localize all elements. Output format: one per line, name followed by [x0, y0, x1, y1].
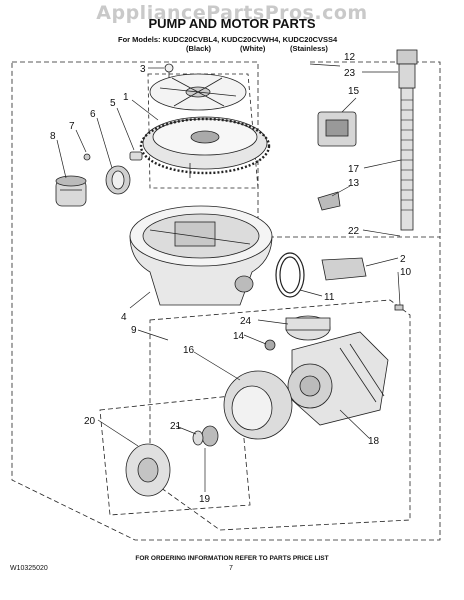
callout-10: 10 [400, 267, 412, 278]
callout-7: 7 [69, 121, 75, 132]
watermark: AppliancePartsPros.com [96, 2, 368, 24]
callout-3: 3 [140, 64, 146, 75]
page-number: 7 [229, 565, 233, 572]
small-screw-part [83, 153, 91, 161]
seal-part [192, 425, 219, 447]
callout-22: 22 [348, 226, 360, 237]
nozzle-part [396, 49, 418, 89]
models-line: For Models: KUDC20CVBL4, KUDC20CVWH4, KU… [118, 35, 338, 44]
variant-black: (Black) [186, 44, 212, 53]
variant-stainless: (Stainless) [290, 44, 328, 53]
callout-16: 16 [183, 345, 195, 356]
callout-8: 8 [50, 131, 56, 142]
callout-14: 14 [233, 331, 245, 342]
callout-4: 4 [121, 312, 127, 323]
callout-5: 5 [110, 98, 116, 109]
bracket-part [317, 191, 341, 211]
callout-11: 11 [324, 292, 335, 303]
callout-6: 6 [90, 109, 96, 120]
callout-24: 24 [240, 316, 252, 327]
callout-9: 9 [131, 325, 137, 336]
insulator-block-part [321, 257, 367, 281]
callout-12: 12 [344, 52, 356, 63]
callout-2: 2 [400, 254, 406, 265]
filter-disk-part [149, 73, 247, 111]
pump-volute-part [223, 370, 293, 440]
clip-part [129, 151, 143, 161]
gear-ring-part [139, 116, 271, 178]
document-number: W10325020 [10, 565, 48, 572]
callout-20: 20 [84, 416, 96, 427]
impeller-group-outline [99, 394, 251, 516]
riser-tube-part [400, 87, 414, 231]
assembly-outline [11, 61, 441, 541]
callout-15: 15 [348, 86, 360, 97]
impeller-part [125, 443, 171, 497]
page-title: PUMP AND MOTOR PARTS [148, 16, 316, 31]
sump-part [129, 205, 273, 306]
motor-part [287, 331, 389, 426]
pin-part [394, 304, 404, 311]
callout-21: 21 [170, 421, 182, 432]
callout-1: 1 [123, 92, 129, 103]
gasket-ring-part [275, 252, 305, 298]
float-part [105, 165, 131, 195]
callout-23: 23 [344, 68, 356, 79]
callout-18: 18 [368, 436, 380, 447]
riser-bracket [310, 61, 441, 237]
callout-19: 19 [199, 494, 211, 505]
callout-13: 13 [348, 178, 360, 189]
variant-white: (White) [240, 44, 266, 53]
ordering-note: FOR ORDERING INFORMATION REFER TO PARTS … [135, 555, 329, 562]
chopper-housing-part [55, 175, 87, 207]
callout-labels: 3 1 5 7 6 8 12 23 15 17 13 22 2 10 11 4 … [50, 52, 412, 505]
diverter-motor-part [317, 111, 357, 147]
nut-part [264, 339, 276, 351]
motor-cap-part [285, 315, 331, 341]
callout-17: 17 [348, 164, 360, 175]
leader-lines [56, 63, 402, 492]
